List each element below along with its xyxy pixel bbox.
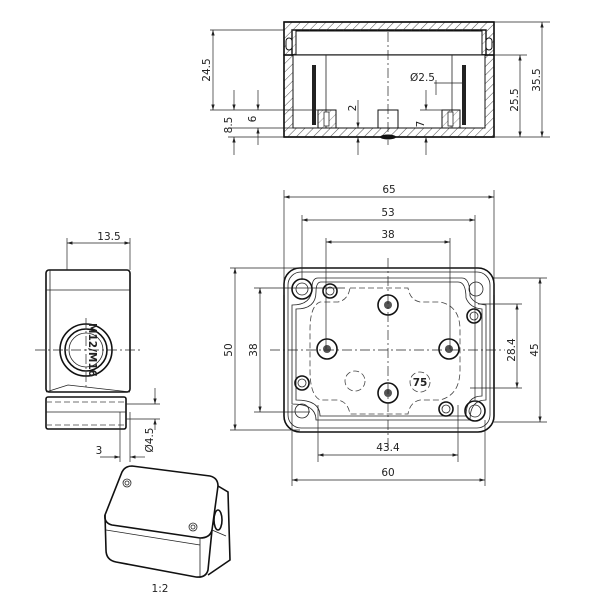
side-base (45, 396, 127, 430)
dim-50: 50 (223, 343, 235, 356)
dim-13-5: 13.5 (97, 231, 120, 243)
dim-65: 65 (382, 184, 395, 196)
section-view: 24.5 8.5 6 2 7 Ø2.5 25.5 35.5 (201, 21, 550, 155)
iso-top (104, 465, 219, 539)
dim-25-5: 25.5 (509, 88, 521, 111)
isometric-view: 1:2 (104, 465, 231, 595)
dim-dia-4-5: Ø4.5 (144, 428, 156, 453)
scale-label: 1:2 (152, 583, 169, 595)
dim-60: 60 (381, 467, 394, 479)
dim-7: 7 (415, 121, 427, 128)
plan-view: 75 65 53 38 43.4 60 50 38 (223, 184, 547, 486)
dim-28-4: 28.4 (506, 338, 518, 362)
marking-circle (409, 371, 431, 393)
dim-6: 6 (247, 115, 259, 122)
mounting-holes (294, 283, 482, 417)
dim-2: 2 (347, 105, 359, 112)
dim-35-5: 35.5 (531, 68, 543, 91)
dim-38-horizontal: 38 (381, 229, 394, 241)
marking-text: 75 (413, 377, 428, 389)
dim-53: 53 (381, 207, 394, 219)
dim-3: 3 (96, 445, 103, 457)
dim-38-vertical: 38 (248, 343, 260, 356)
dim-45: 45 (529, 343, 541, 356)
pcb-bosses (316, 294, 460, 404)
dim-43-4: 43.4 (376, 442, 400, 454)
side-view: M12/M16 13.5 3 Ø4.5 (35, 231, 160, 462)
side-lid (45, 269, 131, 393)
dim-8-5: 8.5 (223, 117, 235, 134)
dim-24-5: 24.5 (201, 58, 213, 81)
dim-dia-2-5: Ø2.5 (410, 72, 435, 84)
